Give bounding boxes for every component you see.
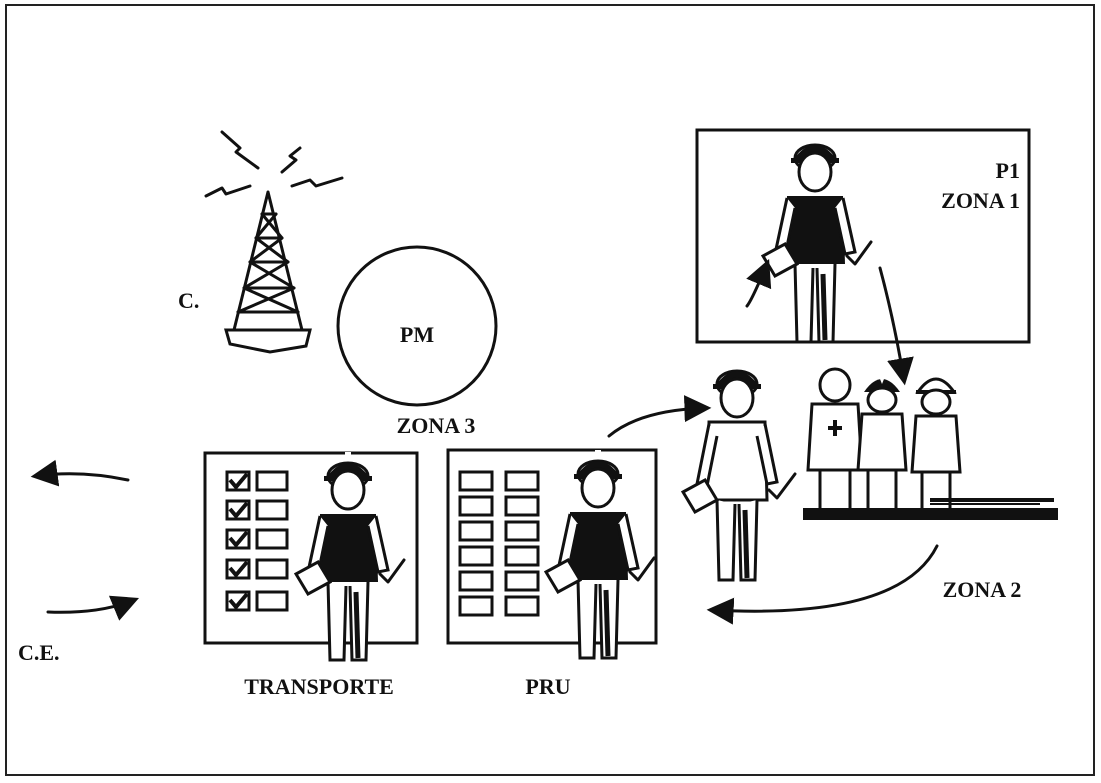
arrow-to-zona2 (878, 266, 914, 386)
pm-label: PM (400, 322, 434, 347)
arrow-to-zona1 (745, 259, 772, 308)
rescuer-icon (683, 371, 795, 580)
flow-arrows (30, 259, 939, 625)
zona2-label: ZONA 2 (943, 577, 1022, 602)
arrow-in (46, 595, 139, 621)
p1-label: P1 (996, 158, 1020, 183)
zona1-box (695, 128, 1031, 344)
arrow-to-pru (706, 544, 939, 625)
antenna-label: C. (178, 288, 199, 313)
arrow-out (30, 459, 130, 487)
radio-tower-icon (204, 130, 344, 354)
pru-label: PRU (525, 674, 570, 699)
arrow-to-worker (607, 395, 712, 438)
rescuer-icon (910, 377, 962, 510)
stretcher-icon (803, 498, 1058, 520)
ce-label: C.E. (18, 640, 60, 665)
medic-icon (806, 367, 864, 510)
pm-circle (336, 245, 498, 407)
zona1-label: ZONA 1 (941, 188, 1020, 213)
zona3-label: ZONA 3 (397, 413, 476, 438)
rescuer-icon (856, 374, 908, 510)
transporte-label: TRANSPORTE (244, 674, 394, 699)
